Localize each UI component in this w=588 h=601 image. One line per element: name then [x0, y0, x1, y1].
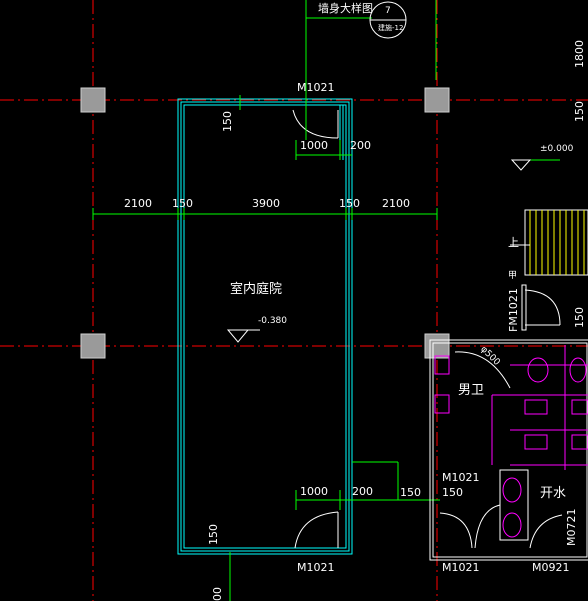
door-m1021-top: M1021	[297, 81, 335, 94]
column-middle-right	[424, 333, 450, 359]
stair-mark: 甲	[508, 271, 518, 281]
column-middle-left	[80, 333, 106, 359]
dimension-lines	[92, 0, 560, 601]
room-water: 开水	[540, 486, 567, 501]
dim-150-side: 150	[400, 486, 421, 499]
elevation-markers	[226, 159, 532, 343]
detail-callout	[369, 1, 407, 39]
door-m1021-bottom: M1021	[297, 561, 335, 574]
dim-3900: 3900	[252, 197, 280, 210]
stair-up-label: 上	[508, 236, 519, 249]
room-name: 室内庭院	[230, 282, 283, 297]
dim-150-a: 150	[172, 197, 193, 210]
dim-200-bottom: 200	[352, 485, 373, 498]
structural-columns	[80, 87, 450, 359]
door-swings	[292, 109, 339, 549]
dim-150-bottom-left: 150	[442, 486, 463, 499]
dim-150-bottom-vertical: 150	[207, 524, 220, 545]
dim-150-grid: 150	[573, 307, 586, 328]
column-top-left	[80, 87, 106, 113]
door-m0721: M0721	[565, 508, 578, 547]
door-fm1021: FM1021	[507, 288, 520, 332]
dim-1800-edge: 1800	[573, 40, 586, 68]
courtyard-walls	[177, 98, 353, 555]
dim-2100-left: 2100	[124, 197, 152, 210]
dim-200-top: 200	[350, 139, 371, 152]
dim-1000-top: 1000	[300, 139, 328, 152]
detail-sheet: 建施-12	[378, 24, 404, 32]
dim-150-top-vertical: 150	[221, 111, 234, 132]
door-m1021-restroom-bottom: M1021	[442, 561, 480, 574]
door-m1021-restroom: M1021	[442, 471, 480, 484]
dim-150-edge: 150	[573, 101, 586, 122]
dim-00-edge: 00	[211, 587, 224, 601]
detail-title: 墙身大样图	[318, 2, 373, 15]
stair	[510, 209, 588, 331]
column-top-right	[424, 87, 450, 113]
room-elevation: -0.380	[258, 316, 288, 326]
dim-150-b: 150	[339, 197, 360, 210]
door-m0921: M0921	[532, 561, 570, 574]
level-mark: ±0.000	[540, 144, 574, 154]
restroom-area	[429, 339, 588, 561]
room-mens-restroom: 男卫	[458, 383, 485, 398]
dim-2100-right: 2100	[382, 197, 410, 210]
dim-1000-bottom: 1000	[300, 485, 328, 498]
detail-number: 7	[385, 6, 391, 16]
